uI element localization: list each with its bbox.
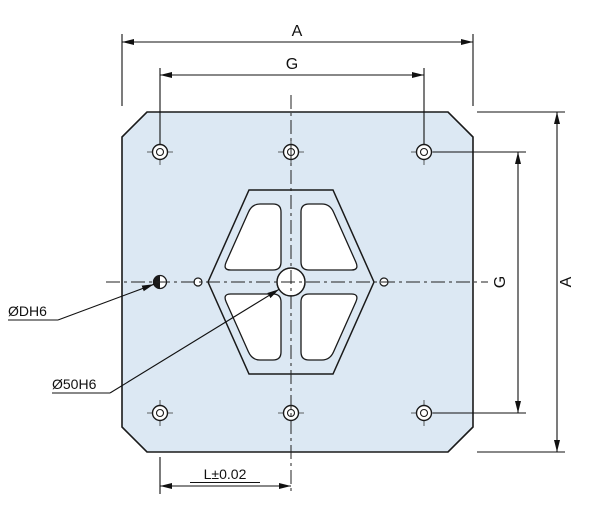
dimension-offset-bottom: L±0.02: [159, 457, 291, 494]
dimension-width-top: A: [121, 23, 474, 106]
callout-dowel-hole-label: ØDH6: [8, 303, 47, 319]
leader-line: [57, 283, 155, 321]
hex-cutout-lower-right: [300, 293, 358, 361]
dimension-label-g-right: G: [492, 276, 509, 288]
hex-cutout-upper-right: [300, 203, 358, 271]
dimension-bolt-span-right: G: [433, 151, 526, 414]
leader-line: [109, 288, 280, 394]
hex-cutout-upper-left: [224, 203, 282, 271]
screw-hole-top-left: [147, 139, 173, 165]
dimension-label-g-top: G: [286, 56, 298, 73]
dimension-label-a-top: A: [292, 23, 303, 40]
dimension-height-right: A: [477, 111, 575, 453]
centerlines: [106, 95, 488, 494]
hexagon-boss: [207, 189, 375, 375]
screw-hole-top-right: [411, 139, 437, 165]
screw-hole-bottom-right: [411, 400, 437, 426]
callout-center-bore-label: Ø50H6: [52, 376, 97, 392]
screw-hole-bottom-left: [147, 400, 173, 426]
callout-center-bore: Ø50H6: [52, 288, 280, 394]
dimension-bolt-span-top: G: [159, 56, 425, 144]
dimension-label-a-right: A: [558, 276, 575, 287]
callout-dowel-hole: ØDH6: [8, 283, 155, 321]
dimension-label-l: L±0.02: [204, 466, 247, 482]
